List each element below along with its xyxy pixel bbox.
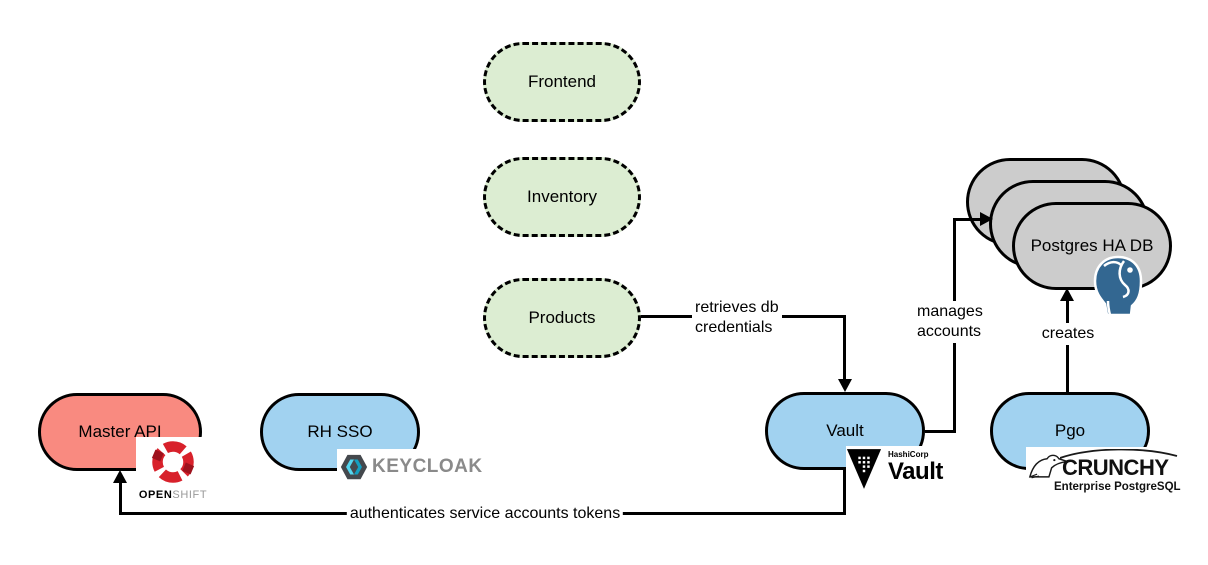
edge-manages-h2 [953,218,983,221]
arrowhead-into-vault-icon [838,379,852,392]
node-inventory: Inventory [483,157,641,237]
node-label: Pgo [1054,421,1086,440]
node-master-api: Master API [38,393,202,471]
node-products: Products [483,278,641,358]
postgresql-elephant-icon [1093,255,1143,317]
openshift-icon [151,441,195,483]
node-label: Products [528,308,596,327]
crunchy-wordmark: CRUNCHY [1062,455,1169,480]
vault-triangle-icon [846,449,882,489]
arrowhead-into-postgres-icon [980,212,993,226]
keycloak-wordmark: KEYCLOAK [372,456,483,477]
edge-auth-v-right [843,470,846,515]
node-label: RH SSO [307,422,373,441]
node-frontend: Frontend [483,42,641,122]
vault-wordmark: HashiCorp Vault [888,450,943,485]
edge-label-authenticates: authenticates service accounts tokens [346,503,624,525]
arrowhead-into-master-api-icon [113,470,127,483]
node-label: Master API [78,422,162,441]
node-label: Frontend [527,72,597,91]
hashicorp-vault-logo: HashiCorp Vault [846,446,950,498]
openshift-logo: OPENSHIFT [136,437,210,506]
node-label: Vault [826,421,864,440]
postgres-ha-stack-front: Postgres HA DB [1012,202,1172,290]
edge-label-manages-accounts: manages accounts [914,301,986,343]
keycloak-logo: KEYCLOAK [337,449,482,485]
crunchy-logo: CRUNCHY Enterprise PostgreSQL [1026,447,1181,500]
openshift-wordmark: OPENSHIFT [138,489,208,501]
keycloak-icon [340,454,368,480]
edge-retrieves-db-v [843,315,846,381]
node-label: Postgres HA DB [1030,236,1154,255]
crunchy-back-line [1060,449,1178,459]
crunchy-hippo-icon [1028,454,1068,479]
edge-label-creates: creates [1038,323,1098,345]
arrowhead-creates-icon [1060,288,1074,301]
edge-label-retrieves-db: retrieves db credentials [692,297,782,339]
edge-manages-h1 [925,430,956,433]
edge-auth-v-left [119,481,122,515]
crunchy-tagline: Enterprise PostgreSQL [1054,481,1181,493]
node-label: Inventory [527,187,597,206]
